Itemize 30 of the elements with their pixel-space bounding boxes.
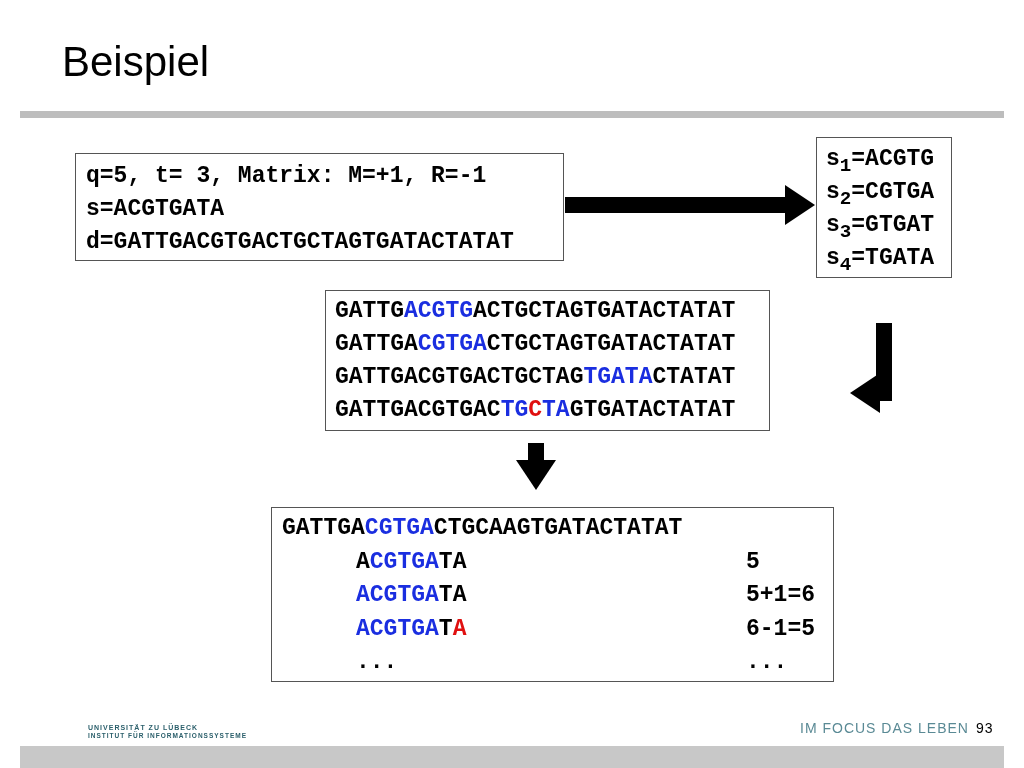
sequence-text: ... bbox=[356, 649, 398, 675]
sequence-text: GATTGACGTGACTGCTAGTGATACTATAT bbox=[335, 331, 736, 357]
sequence-text: s$_{1}$=ACGTG bbox=[826, 146, 935, 179]
sequence-text: s$_{3}$=GTGAT bbox=[826, 212, 935, 245]
block-arrow bbox=[516, 443, 556, 490]
slide-title: Beispiel bbox=[62, 38, 210, 86]
sequence-text: ... bbox=[746, 649, 788, 675]
sequence-text: d=GATTGACGTGACTGCTAGTGATACTATAT bbox=[86, 229, 514, 255]
sequence-text: GATTGACGTGACTGCTAGTGATACTATAT bbox=[335, 397, 736, 423]
sequence-text: s$_{4}$=TGATA bbox=[826, 245, 935, 278]
block-arrow bbox=[850, 323, 892, 413]
sequence-text: ACGTGATA bbox=[356, 549, 467, 575]
sequence-text: s=ACGTGATA bbox=[86, 196, 225, 222]
slogan-text: IM FOCUS DAS LEBEN bbox=[800, 720, 969, 736]
block-arrow bbox=[565, 185, 815, 225]
page-number: 93 bbox=[976, 720, 994, 736]
match-list-box bbox=[325, 290, 770, 431]
sequence-text: GATTGACGTGACTGCTAGTGATACTATAT bbox=[335, 298, 736, 324]
sequence-text: 5+1=6 bbox=[746, 582, 815, 608]
sequence-text: ACGTGATA bbox=[356, 582, 467, 608]
sequence-text: q=5, t= 3, Matrix: M=+1, R=-1 bbox=[86, 163, 487, 189]
sequence-text: GATTGACGTGACTGCTAGTGATACTATAT bbox=[335, 364, 736, 390]
alignment-score-box bbox=[271, 507, 834, 682]
sequence-text: ACGTGATA bbox=[356, 616, 467, 642]
sequence-text: 5 bbox=[746, 549, 760, 575]
parameter-box bbox=[75, 153, 564, 261]
sequence-text: s$_{2}$=CGTGA bbox=[826, 179, 935, 212]
sequence-text: GATTGACGTGACTGCAAGTGATACTATAT bbox=[282, 515, 683, 541]
sequence-text: 6-1=5 bbox=[746, 616, 815, 642]
qgram-list-box bbox=[816, 137, 952, 278]
